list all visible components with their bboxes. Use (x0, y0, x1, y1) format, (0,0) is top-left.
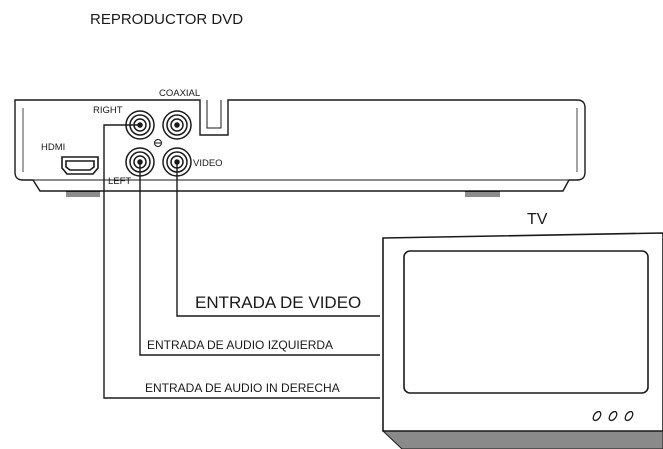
rca-coaxial-jack (162, 110, 192, 140)
hdmi-port (61, 156, 99, 175)
player-foot-left (66, 191, 100, 197)
audio-left-cable (139, 162, 380, 356)
tv-stand (381, 430, 663, 449)
ground-screw (154, 139, 162, 147)
left-label: LEFT (108, 176, 131, 187)
tv-buttons (592, 410, 634, 422)
hdmi-label: HDMI (41, 142, 65, 153)
video-in-label: ENTRADA DE VIDEO (195, 293, 361, 312)
audio-right-in-label: ENTRADA DE AUDIO IN DERECHA (145, 381, 340, 395)
tv-set (381, 232, 663, 449)
dvd-player (14, 99, 586, 197)
dvd-player-body (14, 99, 586, 192)
tv-label: TV (527, 211, 548, 228)
player-foot-right (465, 191, 500, 197)
video-label: VIDEO (193, 158, 223, 169)
audio-right-cable (103, 124, 380, 399)
diagram-title: REPRODUCTOR DVD (90, 11, 243, 28)
coaxial-label: COAXIAL (159, 88, 200, 99)
video-cable (176, 162, 380, 317)
tv-screen (403, 250, 649, 394)
audio-left-in-label: ENTRADA DE AUDIO IZQUIERDA (147, 338, 333, 352)
right-label: RIGHT (93, 105, 123, 116)
